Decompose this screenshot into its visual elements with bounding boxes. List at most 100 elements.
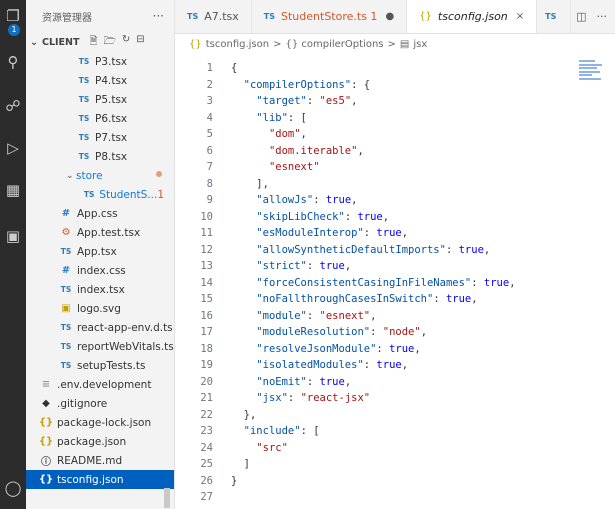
code-line[interactable]: 4 "lib": [ [175, 110, 307, 127]
file-item[interactable]: TS setupTests.ts [26, 356, 174, 375]
typescript-icon: TS [545, 12, 557, 21]
file-item[interactable]: TS react-app-env.d.ts [26, 318, 174, 337]
code-line[interactable]: 1{ [175, 60, 238, 77]
account-icon[interactable]: ◯ [4, 479, 22, 497]
file-item[interactable]: TS reportWebVitals.ts [26, 337, 174, 356]
code-line[interactable]: 3 "target": "es5", [175, 93, 358, 110]
file-item[interactable]: TS P4.tsx [26, 71, 174, 90]
file-item[interactable]: TS index.tsx [26, 280, 174, 299]
json-icon: {} [189, 38, 202, 50]
file-item[interactable]: TS P7.tsx [26, 128, 174, 147]
code-line[interactable]: 13 "strict": true, [175, 258, 351, 275]
scrollbar[interactable] [164, 488, 170, 508]
run-debug-icon[interactable]: ▷ [7, 139, 19, 157]
extensions-icon[interactable]: ▦ [5, 181, 21, 199]
split-editor-icon[interactable]: ◫ [576, 10, 587, 23]
code-line[interactable]: 26} [175, 473, 237, 490]
file-item[interactable]: # index.css [26, 261, 174, 280]
file-item[interactable]: TS App.tsx [26, 242, 174, 261]
code-line[interactable]: 19 "isolatedModules": true, [175, 357, 408, 374]
code-line[interactable]: 24 "src" [175, 440, 288, 457]
code-line[interactable]: 15 "noFallthroughCasesInSwitch": true, [175, 291, 477, 308]
breadcrumb-key[interactable]: jsx [413, 38, 428, 50]
folder-store[interactable]: ⌄ store [26, 166, 174, 185]
file-item[interactable]: {} package-lock.json [26, 413, 174, 432]
file-item[interactable]: TS P5.tsx [26, 90, 174, 109]
code-editor[interactable]: 1{2 "compilerOptions": {3 "target": "es5… [175, 54, 615, 509]
search-icon[interactable]: ⚲ [7, 53, 19, 71]
line-number: 21 [200, 392, 213, 405]
css-icon: # [61, 265, 71, 276]
code-line[interactable]: 8 ], [175, 176, 269, 193]
code-text: "jsx": "react-jsx" [256, 392, 371, 405]
tab-more[interactable]: TS [537, 0, 572, 33]
explorer-icon[interactable]: ❐ [6, 7, 20, 25]
code-line[interactable]: 20 "noEmit": true, [175, 374, 351, 391]
line-number: 25 [200, 458, 213, 471]
code-text: "esnext" [268, 161, 320, 174]
collapse-all-icon[interactable]: ⊟ [136, 33, 145, 45]
code-text: "dom", [268, 128, 307, 141]
new-file-icon[interactable]: 🗎 [89, 35, 98, 47]
code-line[interactable]: 9 "allowJs": true, [175, 192, 358, 209]
code-line[interactable]: 14 "forceConsistentCasingInFileNames": t… [175, 275, 515, 292]
explorer-badge: 1 [8, 24, 20, 36]
code-line[interactable]: 12 "allowSyntheticDefaultImports": true, [175, 242, 490, 259]
modified-indicator[interactable]: ● [385, 11, 395, 22]
tab-a7[interactable]: TS A7.tsx [175, 0, 252, 33]
code-line[interactable]: 16 "module": "esnext", [175, 308, 376, 325]
refresh-icon[interactable]: ↻ [121, 33, 131, 45]
more-actions-icon[interactable]: ··· [152, 9, 164, 23]
code-line[interactable]: 10 "skipLibCheck": true, [175, 209, 389, 226]
code-line[interactable]: 17 "moduleResolution": "node", [175, 324, 427, 341]
file-item[interactable]: ▣ logo.svg [26, 299, 174, 318]
tab-studentstore[interactable]: TS StudentStore.ts 1 ● [252, 0, 408, 33]
code-line[interactable]: 7 "esnext" [175, 159, 320, 176]
more-actions-icon[interactable]: ··· [596, 10, 608, 23]
tab-tsconfig[interactable]: {} tsconfig.json × [407, 0, 538, 33]
breadcrumb-file[interactable]: tsconfig.json [205, 38, 270, 50]
source-control-icon[interactable]: ☍ [5, 97, 21, 115]
code-line[interactable]: 18 "resolveJsonModule": true, [175, 341, 420, 358]
code-line[interactable]: 6 "dom.iterable", [175, 143, 364, 160]
breadcrumb-object[interactable]: {} compilerOptions [285, 38, 384, 50]
file-item-selected[interactable]: {} tsconfig.json [26, 470, 174, 489]
code-line[interactable]: 11 "esModuleInterop": true, [175, 225, 408, 242]
close-icon[interactable]: × [515, 11, 525, 22]
line-number: 2 [206, 78, 213, 91]
file-item[interactable]: TS P6.tsx [26, 109, 174, 128]
typescript-icon: TS [60, 342, 72, 351]
code-line[interactable]: 23 "include": [ [175, 423, 319, 440]
code-line[interactable]: 22 }, [175, 407, 256, 424]
typescript-icon: TS [78, 133, 90, 142]
line-number: 8 [206, 177, 213, 190]
line-number: 3 [206, 95, 213, 108]
code-line[interactable]: 21 "jsx": "react-jsx" [175, 390, 370, 407]
line-number: 19 [200, 359, 213, 372]
file-item[interactable]: ◆ .gitignore [26, 394, 174, 413]
file-label: tsconfig.json [57, 473, 124, 486]
file-item[interactable]: {} package.json [26, 432, 174, 451]
folder-label: store [76, 169, 103, 182]
line-number: 15 [200, 293, 213, 306]
code-line[interactable]: 27 [175, 489, 231, 506]
code-text: { [231, 62, 238, 75]
file-item[interactable]: ⚙ App.test.tsx [26, 223, 174, 242]
typescript-icon: TS [60, 323, 72, 332]
file-item[interactable]: TS StudentS... 1 [26, 185, 174, 204]
remote-explorer-icon[interactable]: ▣ [5, 227, 21, 245]
workspace-section[interactable]: ⌄ CLIENT 🗎 🗁 ↻ ⊟ [26, 32, 174, 52]
explorer-sidebar: 资源管理器 ··· ⌄ CLIENT 🗎 🗁 ↻ ⊟ TS P3.tsx TS … [26, 0, 175, 509]
activity-bar: ❐ 1 ⚲ ☍ ▷ ▦ ▣ ◯ [0, 0, 26, 509]
file-label: App.tsx [77, 245, 117, 258]
minimap[interactable] [579, 60, 605, 90]
code-line[interactable]: 25 ] [175, 456, 250, 473]
file-item[interactable]: ⓘ README.md [26, 451, 174, 470]
code-line[interactable]: 2 "compilerOptions": { [175, 77, 370, 94]
file-item[interactable]: TS P3.tsx [26, 52, 174, 71]
code-line[interactable]: 5 "dom", [175, 126, 307, 143]
file-item[interactable]: ≡ .env.development [26, 375, 174, 394]
new-folder-icon[interactable]: 🗁 [103, 35, 116, 47]
file-item[interactable]: TS P8.tsx [26, 147, 174, 166]
file-item[interactable]: # App.css [26, 204, 174, 223]
